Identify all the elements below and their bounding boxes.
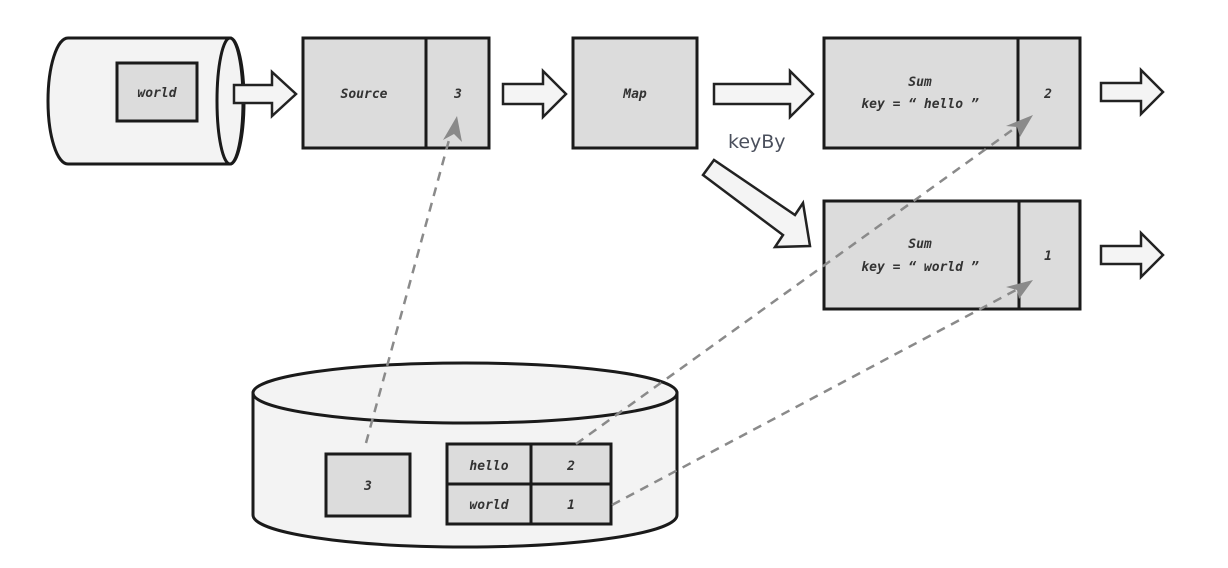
input-record-label: world	[137, 86, 177, 101]
restore-line-source	[364, 116, 462, 444]
snapshot-source-offset-box	[324, 452, 412, 518]
arrow-map-to-sum-hello	[712, 67, 815, 121]
source-operator-label: Source	[341, 87, 388, 102]
snapshot-source-offset: 3	[363, 479, 372, 494]
arrow-input-to-source	[232, 69, 298, 119]
restore-arrowhead-icon	[1006, 115, 1033, 137]
sum-world-key: key = “ world ”	[861, 260, 979, 275]
snapshot-keyed-state-table: hello 2 world 1	[445, 442, 613, 526]
sum-world-operator: Sum key = “ world ” 1	[822, 199, 1082, 311]
restore-line-hello	[575, 115, 1033, 446]
keyed-state-value: 2	[566, 459, 575, 474]
restore-line-world	[611, 280, 1033, 507]
keyed-state-value: 1	[567, 498, 575, 513]
keyed-state-key: hello	[469, 459, 508, 474]
sum-hello-label: Sum	[908, 75, 932, 90]
sum-hello-state-value: 2	[1043, 87, 1052, 102]
arrow-keyby-to-sum-world	[701, 158, 812, 249]
sum-hello-key: key = “ hello ”	[861, 97, 979, 112]
map-operator: Map	[571, 36, 699, 150]
arrow-sum-hello-output	[1099, 66, 1165, 118]
sum-world-label: Sum	[908, 237, 932, 252]
sum-hello-operator: Sum key = “ hello ” 2	[822, 36, 1082, 150]
source-operator: Source 3	[301, 36, 491, 150]
input-queue-cylinder: world	[46, 36, 246, 166]
map-operator-label: Map	[622, 87, 647, 102]
state-backend-cylinder: 3 hello 2 world 1	[251, 361, 679, 549]
sum-world-state-value: 1	[1044, 249, 1052, 264]
keyed-state-key: world	[469, 498, 509, 513]
restore-arrowhead-icon	[443, 116, 462, 142]
restore-arrowhead-icon	[1006, 280, 1033, 299]
arrow-source-to-map	[501, 67, 568, 121]
input-record-box	[115, 61, 199, 123]
keyby-label: keyBy	[728, 131, 786, 153]
arrow-sum-world-output	[1099, 229, 1165, 281]
source-state-value: 3	[453, 87, 462, 102]
